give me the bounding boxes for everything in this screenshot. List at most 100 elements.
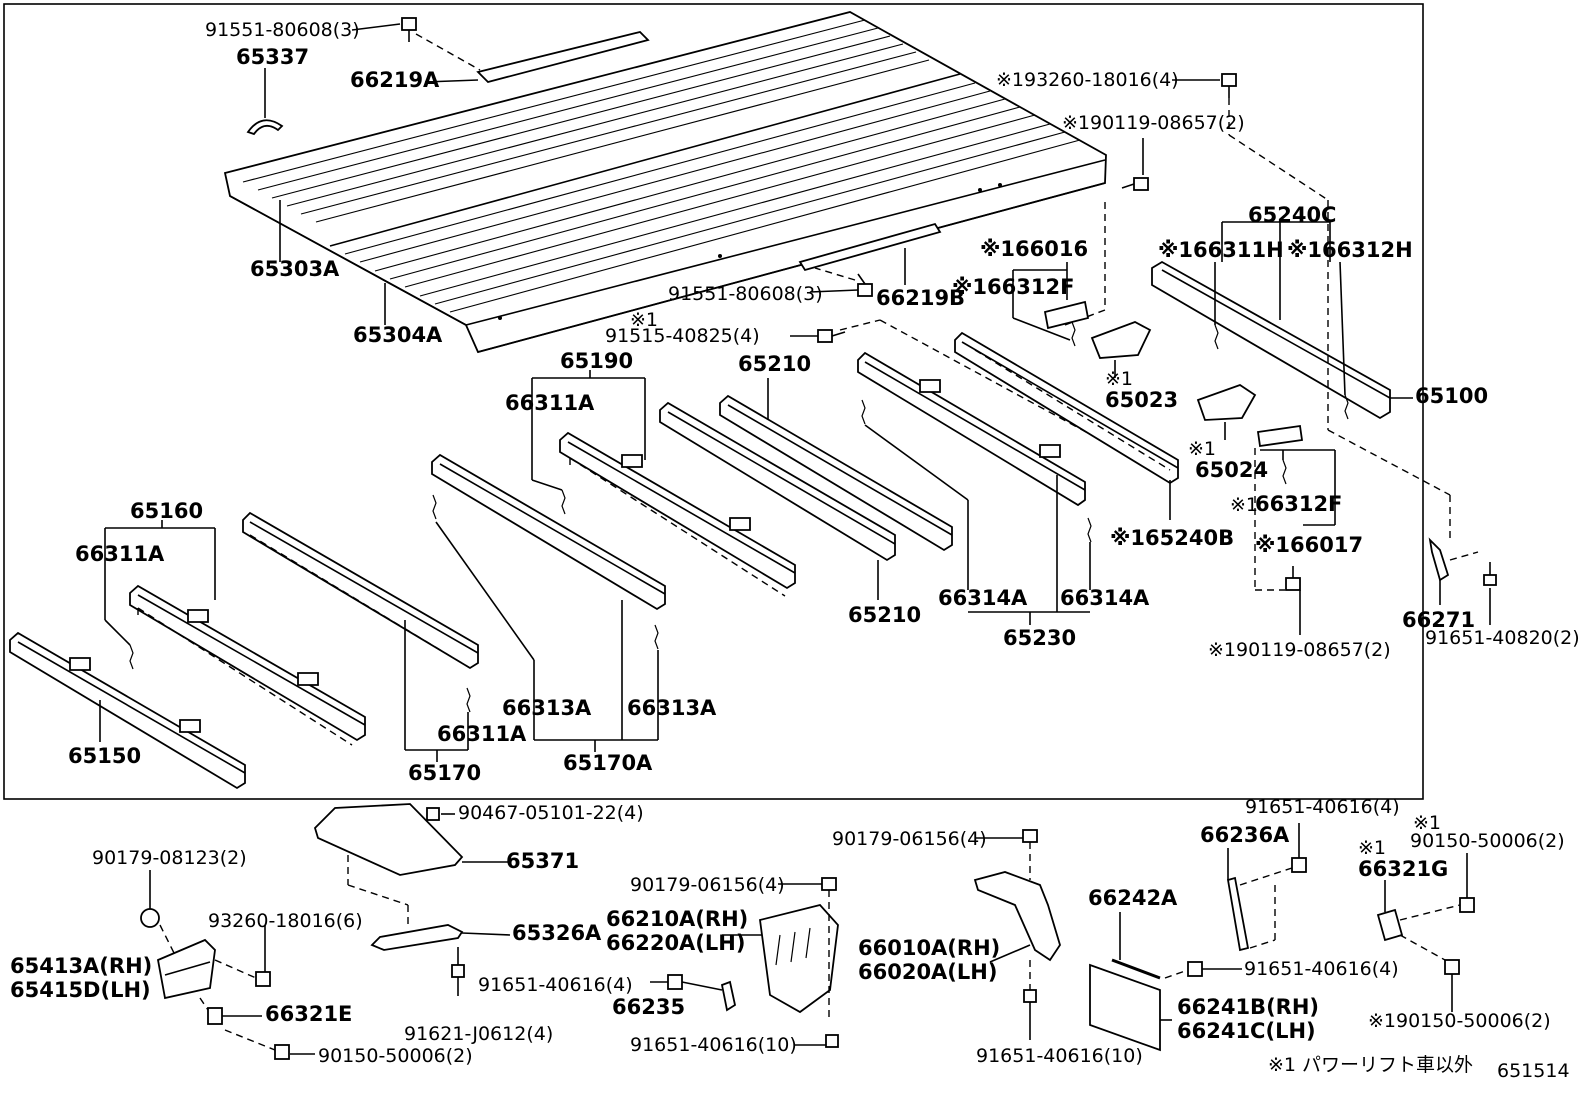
label-91651-40820: 91651-40820(2) [1425,627,1580,649]
part-65100 [1151,260,1413,420]
label-166017: ※166017 [1255,533,1363,557]
label-66220A: 66220A(LH) [606,931,745,955]
label-66235: 66235 [612,995,685,1019]
label-66271: 66271 [1402,608,1475,632]
part-65023 [1090,321,1152,359]
label-190150-50006: ※190150-50006(2) [1368,1010,1551,1032]
part-66219B [798,222,942,272]
label-66020A: 66020A(LH) [858,960,997,984]
part-66241B [1089,963,1161,1052]
label-66321G-note: ※1 [1358,837,1386,859]
label-65413A: 65413A(RH) [10,954,152,978]
part-65170A [431,453,666,611]
label-66313A-r: 66313A [627,696,717,720]
label-65210-top: 65210 [738,352,811,376]
label-65304A: 65304A [353,323,443,347]
diagram-id: 651514 [1497,1060,1570,1082]
part-65190 [559,431,796,597]
label-166311H: ※166311H [1158,238,1284,262]
label-90150-50006-r1: 90150-50006(2) [1410,830,1565,852]
label-note-x1: ※1 [630,309,658,331]
label-65024: 65024 [1195,458,1268,482]
part-65170 [242,511,479,670]
label-91651-40616-c: 91651-40616(10) [976,1045,1143,1067]
part-65240B [954,331,1179,485]
label-66236A: 66236A [1200,823,1290,847]
label-166016: ※166016 [980,237,1088,261]
floor-ribs [242,19,1081,313]
label-90179-06156-b: 90179-06156(4) [832,828,987,850]
label-66313A-l: 66313A [502,696,592,720]
part-65326A [370,924,464,951]
label-65303A: 65303A [250,257,340,281]
label-66242A: 66242A [1088,886,1178,910]
label-65240C: 65240C [1248,203,1336,227]
label-65023-note: ※1 [1105,368,1133,390]
part-65371 [313,803,464,876]
label-65371: 65371 [506,849,579,873]
label-66312F-right-note: ※1 [1230,494,1258,516]
label-90179-08123: 90179-08123(2) [92,847,247,869]
diagram-frame [3,3,1424,800]
label-65326A: 65326A [512,921,602,945]
label-66311A-low: 66311A [437,722,527,746]
part-66236A [1226,876,1250,952]
label-65210-bot: 65210 [848,603,921,627]
label-66241C: 66241C(LH) [1177,1019,1316,1043]
part-65230 [857,351,1086,507]
label-66241B: 66241B(RH) [1177,995,1319,1019]
part-65210 [659,394,953,562]
label-66210A: 66210A(RH) [606,907,748,931]
label-65170: 65170 [408,761,481,785]
label-91515-40825: 91515-40825(4) [605,325,760,347]
part-66321G [1376,908,1404,942]
bed-floor-panel [223,11,1107,354]
label-66311A-mid: 66311A [505,391,595,415]
label-190119-08657-bot: ※190119-08657(2) [1208,639,1391,661]
label-65024-note: ※1 [1188,438,1216,460]
bolt-icons [401,17,1497,591]
label-91651-40616-b: 91651-40616(10) [630,1034,797,1056]
label-193260-18016: ※193260-18016(4) [996,69,1179,91]
label-93260-18016: 93260-18016(6) [208,910,363,932]
label-65337: 65337 [236,45,309,69]
label-65170A: 65170A [563,751,653,775]
label-90179-06156-a: 90179-06156(4) [630,874,785,896]
footnote: ※1 パワーリフト車以外 [1268,1054,1473,1076]
label-91621-J0612: 91621-J0612(4) [404,1023,553,1045]
part-65160 [129,584,366,746]
label-66010A: 66010A(RH) [858,936,1000,960]
label-66219A: 66219A [350,68,440,92]
label-165240B: ※165240B [1110,526,1234,550]
label-66314A-l: 66314A [938,586,1028,610]
label-66314A-r: 66314A [1060,586,1150,610]
label-91651-40616-a: 91651-40616(4) [478,974,633,996]
part-66010A [973,871,1061,963]
label-66219B: 66219B [876,286,965,310]
label-166312F-top: ※166312F [952,275,1074,299]
label-66311A-left: 66311A [75,542,165,566]
label-65150: 65150 [68,744,141,768]
label-90467-05101: 90467-05101-22(4) [458,802,644,824]
label-65023: 65023 [1105,388,1178,412]
part-66016 [1043,300,1090,330]
part-65337 [246,119,284,136]
label-91651-40616-d: 91651-40616(4) [1244,958,1399,980]
label-90150-note: ※1 [1413,812,1441,834]
label-66321E: 66321E [265,1002,352,1026]
label-91551-80608-top: 91551-80608(3) [205,19,360,41]
label-166312H: ※166312H [1287,238,1413,262]
label-91551-80608-mid: 91551-80608(3) [668,283,823,305]
part-66210A [722,903,839,1014]
part-labels: 91551-80608(3) 65337 66219A ※193260-1801… [10,19,1580,1082]
label-65230: 65230 [1003,626,1076,650]
label-65100: 65100 [1415,384,1488,408]
label-65160: 65160 [130,499,203,523]
label-66312F-right: 66312F [1255,492,1342,516]
part-65150 [9,631,246,790]
part-66219A [476,31,650,84]
label-65415D: 65415D(LH) [10,978,151,1002]
label-66321G: 66321G [1358,857,1448,881]
label-190119-08657-top: ※190119-08657(2) [1062,112,1245,134]
